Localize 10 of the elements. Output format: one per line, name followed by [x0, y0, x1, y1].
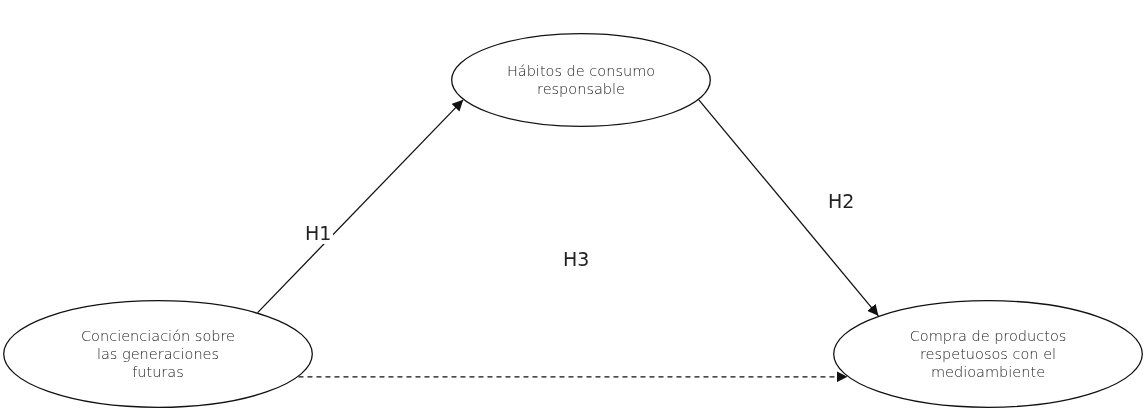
construct-ellipse	[3, 300, 313, 408]
node-label: Compra de productos respetuosos con el medioambiente	[908, 326, 1068, 382]
construct-ellipse	[451, 33, 711, 127]
arrow	[257, 99, 464, 314]
hypothesis-label: H3	[563, 248, 590, 270]
construct-ellipse	[833, 300, 1143, 408]
node-label: Hábitos de consumo responsable	[505, 61, 657, 99]
node-label: Concienciación sobre las generaciones futuras	[79, 326, 237, 382]
dashed-arrow	[297, 371, 849, 383]
arrow	[698, 99, 880, 317]
